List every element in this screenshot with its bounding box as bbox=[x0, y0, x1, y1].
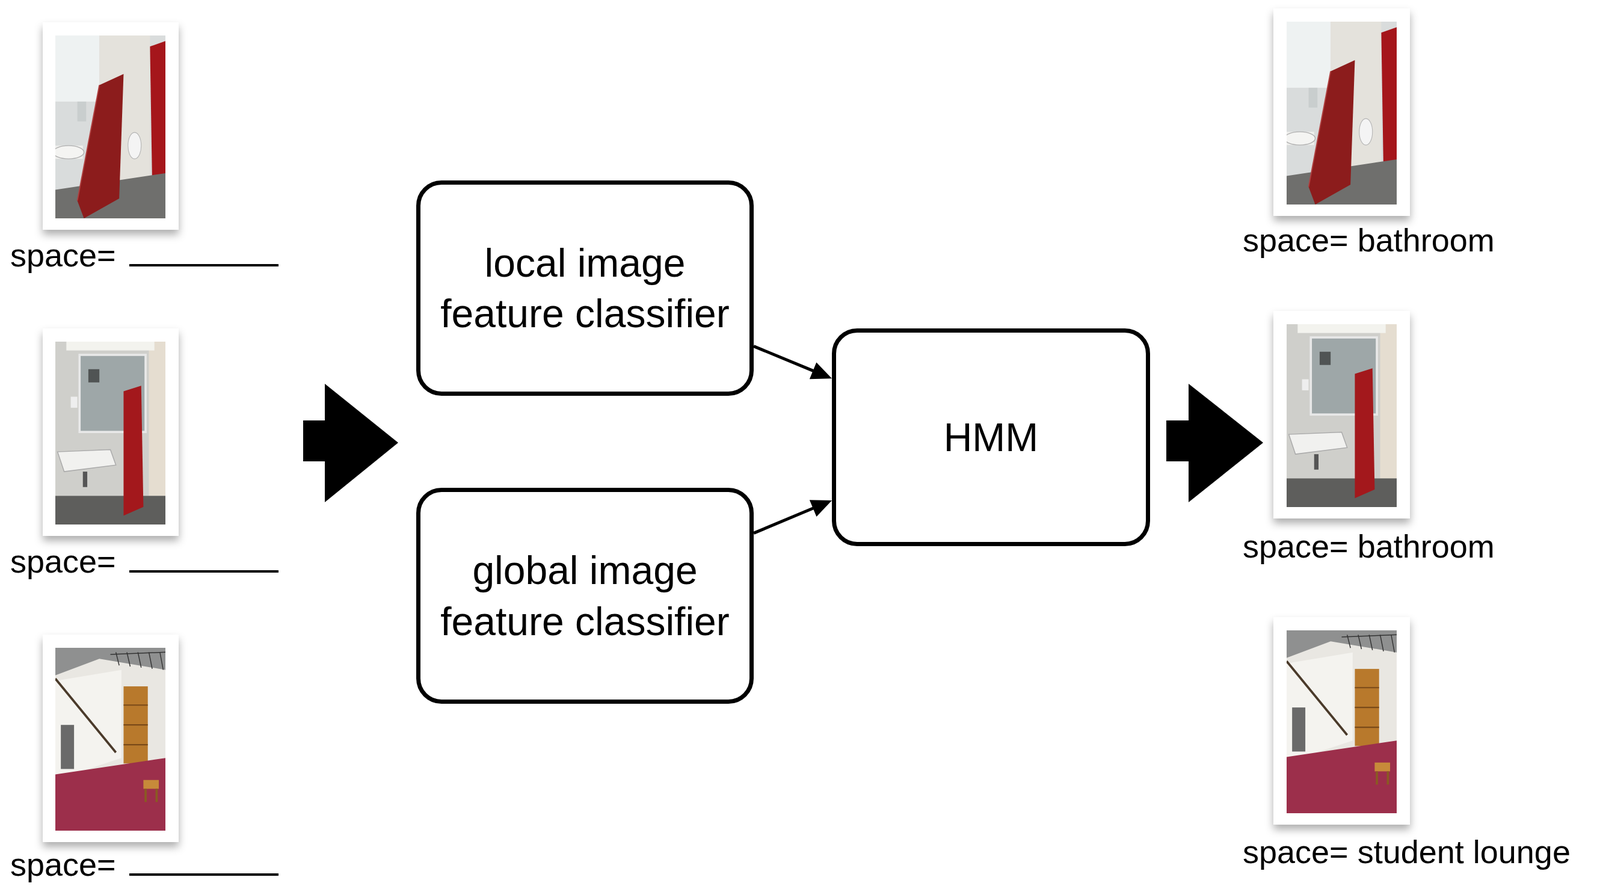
answer-blank bbox=[129, 570, 279, 573]
space-label: space= bathroom bbox=[1242, 527, 1495, 565]
space-label-text: space= student lounge bbox=[1242, 833, 1571, 870]
input-photo bbox=[42, 634, 179, 843]
space-label: space= student lounge bbox=[1242, 833, 1571, 871]
space-label-text: space= bbox=[10, 543, 117, 580]
space-label-text: space= bbox=[10, 846, 117, 883]
space-label: space= bbox=[10, 845, 279, 884]
process-box: global image feature classifier bbox=[416, 487, 754, 704]
space-label-text: space= bbox=[10, 236, 117, 274]
connector-line bbox=[753, 507, 816, 534]
connector-arrow bbox=[753, 346, 832, 380]
space-label-text: space= bathroom bbox=[1242, 528, 1495, 565]
arrowhead bbox=[809, 362, 832, 379]
input-photo bbox=[42, 22, 179, 230]
box-label: local image feature classifier bbox=[420, 237, 750, 340]
space-label: space= bathroom bbox=[1242, 221, 1495, 259]
output-photo bbox=[1273, 310, 1410, 519]
answer-blank bbox=[129, 264, 279, 267]
space-label: space= bbox=[10, 542, 279, 580]
connector-line bbox=[753, 346, 816, 372]
answer-blank bbox=[129, 873, 279, 876]
block-arrow bbox=[1166, 383, 1264, 503]
arrowhead bbox=[809, 499, 832, 517]
process-box: HMM bbox=[831, 328, 1151, 547]
process-box: local image feature classifier bbox=[416, 180, 754, 396]
output-photo bbox=[1273, 617, 1410, 825]
input-photo bbox=[42, 328, 179, 536]
output-photo bbox=[1273, 8, 1410, 216]
box-label: global image feature classifier bbox=[420, 544, 750, 647]
box-label: HMM bbox=[931, 412, 1051, 463]
connector-arrow bbox=[753, 499, 832, 533]
block-arrow bbox=[303, 383, 399, 503]
space-label: space= bbox=[10, 236, 279, 274]
space-label-text: space= bathroom bbox=[1242, 221, 1495, 259]
